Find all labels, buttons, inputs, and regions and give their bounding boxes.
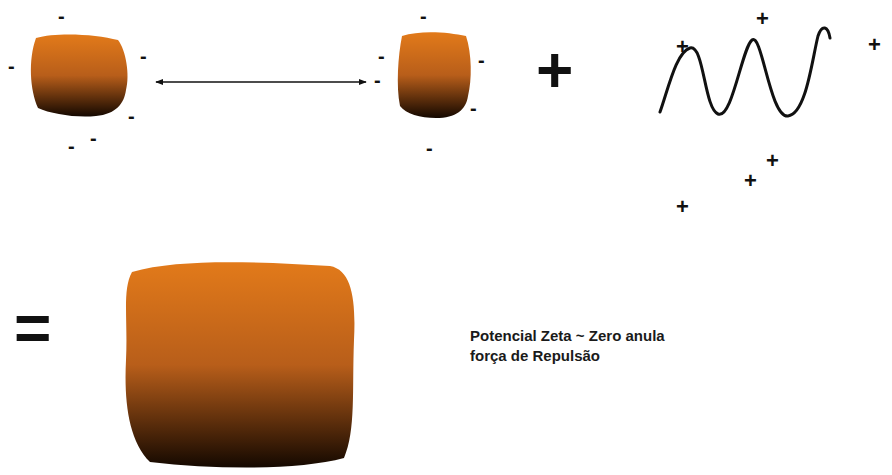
positive-charge: + <box>676 36 689 58</box>
negative-charge: - <box>426 138 433 158</box>
positive-charge: + <box>766 150 779 172</box>
polymer-chain <box>660 28 830 116</box>
particle-shape <box>396 30 472 118</box>
positive-charge: + <box>756 8 769 30</box>
negative-charge: - <box>470 98 477 118</box>
negative-charge: - <box>90 128 97 148</box>
zeta-note: Potencial Zeta ~ Zero anula força de Rep… <box>470 326 670 365</box>
operator-sign: + <box>536 38 573 102</box>
negative-charge: - <box>68 136 75 156</box>
particle-shape <box>26 30 130 116</box>
negative-charge: - <box>140 46 147 66</box>
operator-sign: = <box>14 296 51 360</box>
particle-fill <box>398 32 471 118</box>
positive-charge: + <box>676 196 689 218</box>
negative-charge: - <box>374 70 381 90</box>
flocculated-particle <box>126 262 355 467</box>
negative-charge: - <box>58 6 65 26</box>
colloid-particle: - - - - - - <box>366 2 492 162</box>
negative-charge: - <box>478 50 485 70</box>
repulsion-arrow <box>156 81 366 83</box>
negative-charge: - <box>8 56 15 76</box>
particle-fill <box>31 34 128 116</box>
negative-charge: - <box>128 106 135 126</box>
positive-charge: + <box>868 34 881 56</box>
negative-charge: - <box>420 6 427 26</box>
colloid-particle: ------ <box>6 2 156 162</box>
positive-charge: + <box>744 170 757 192</box>
negative-charge: - <box>378 46 385 66</box>
